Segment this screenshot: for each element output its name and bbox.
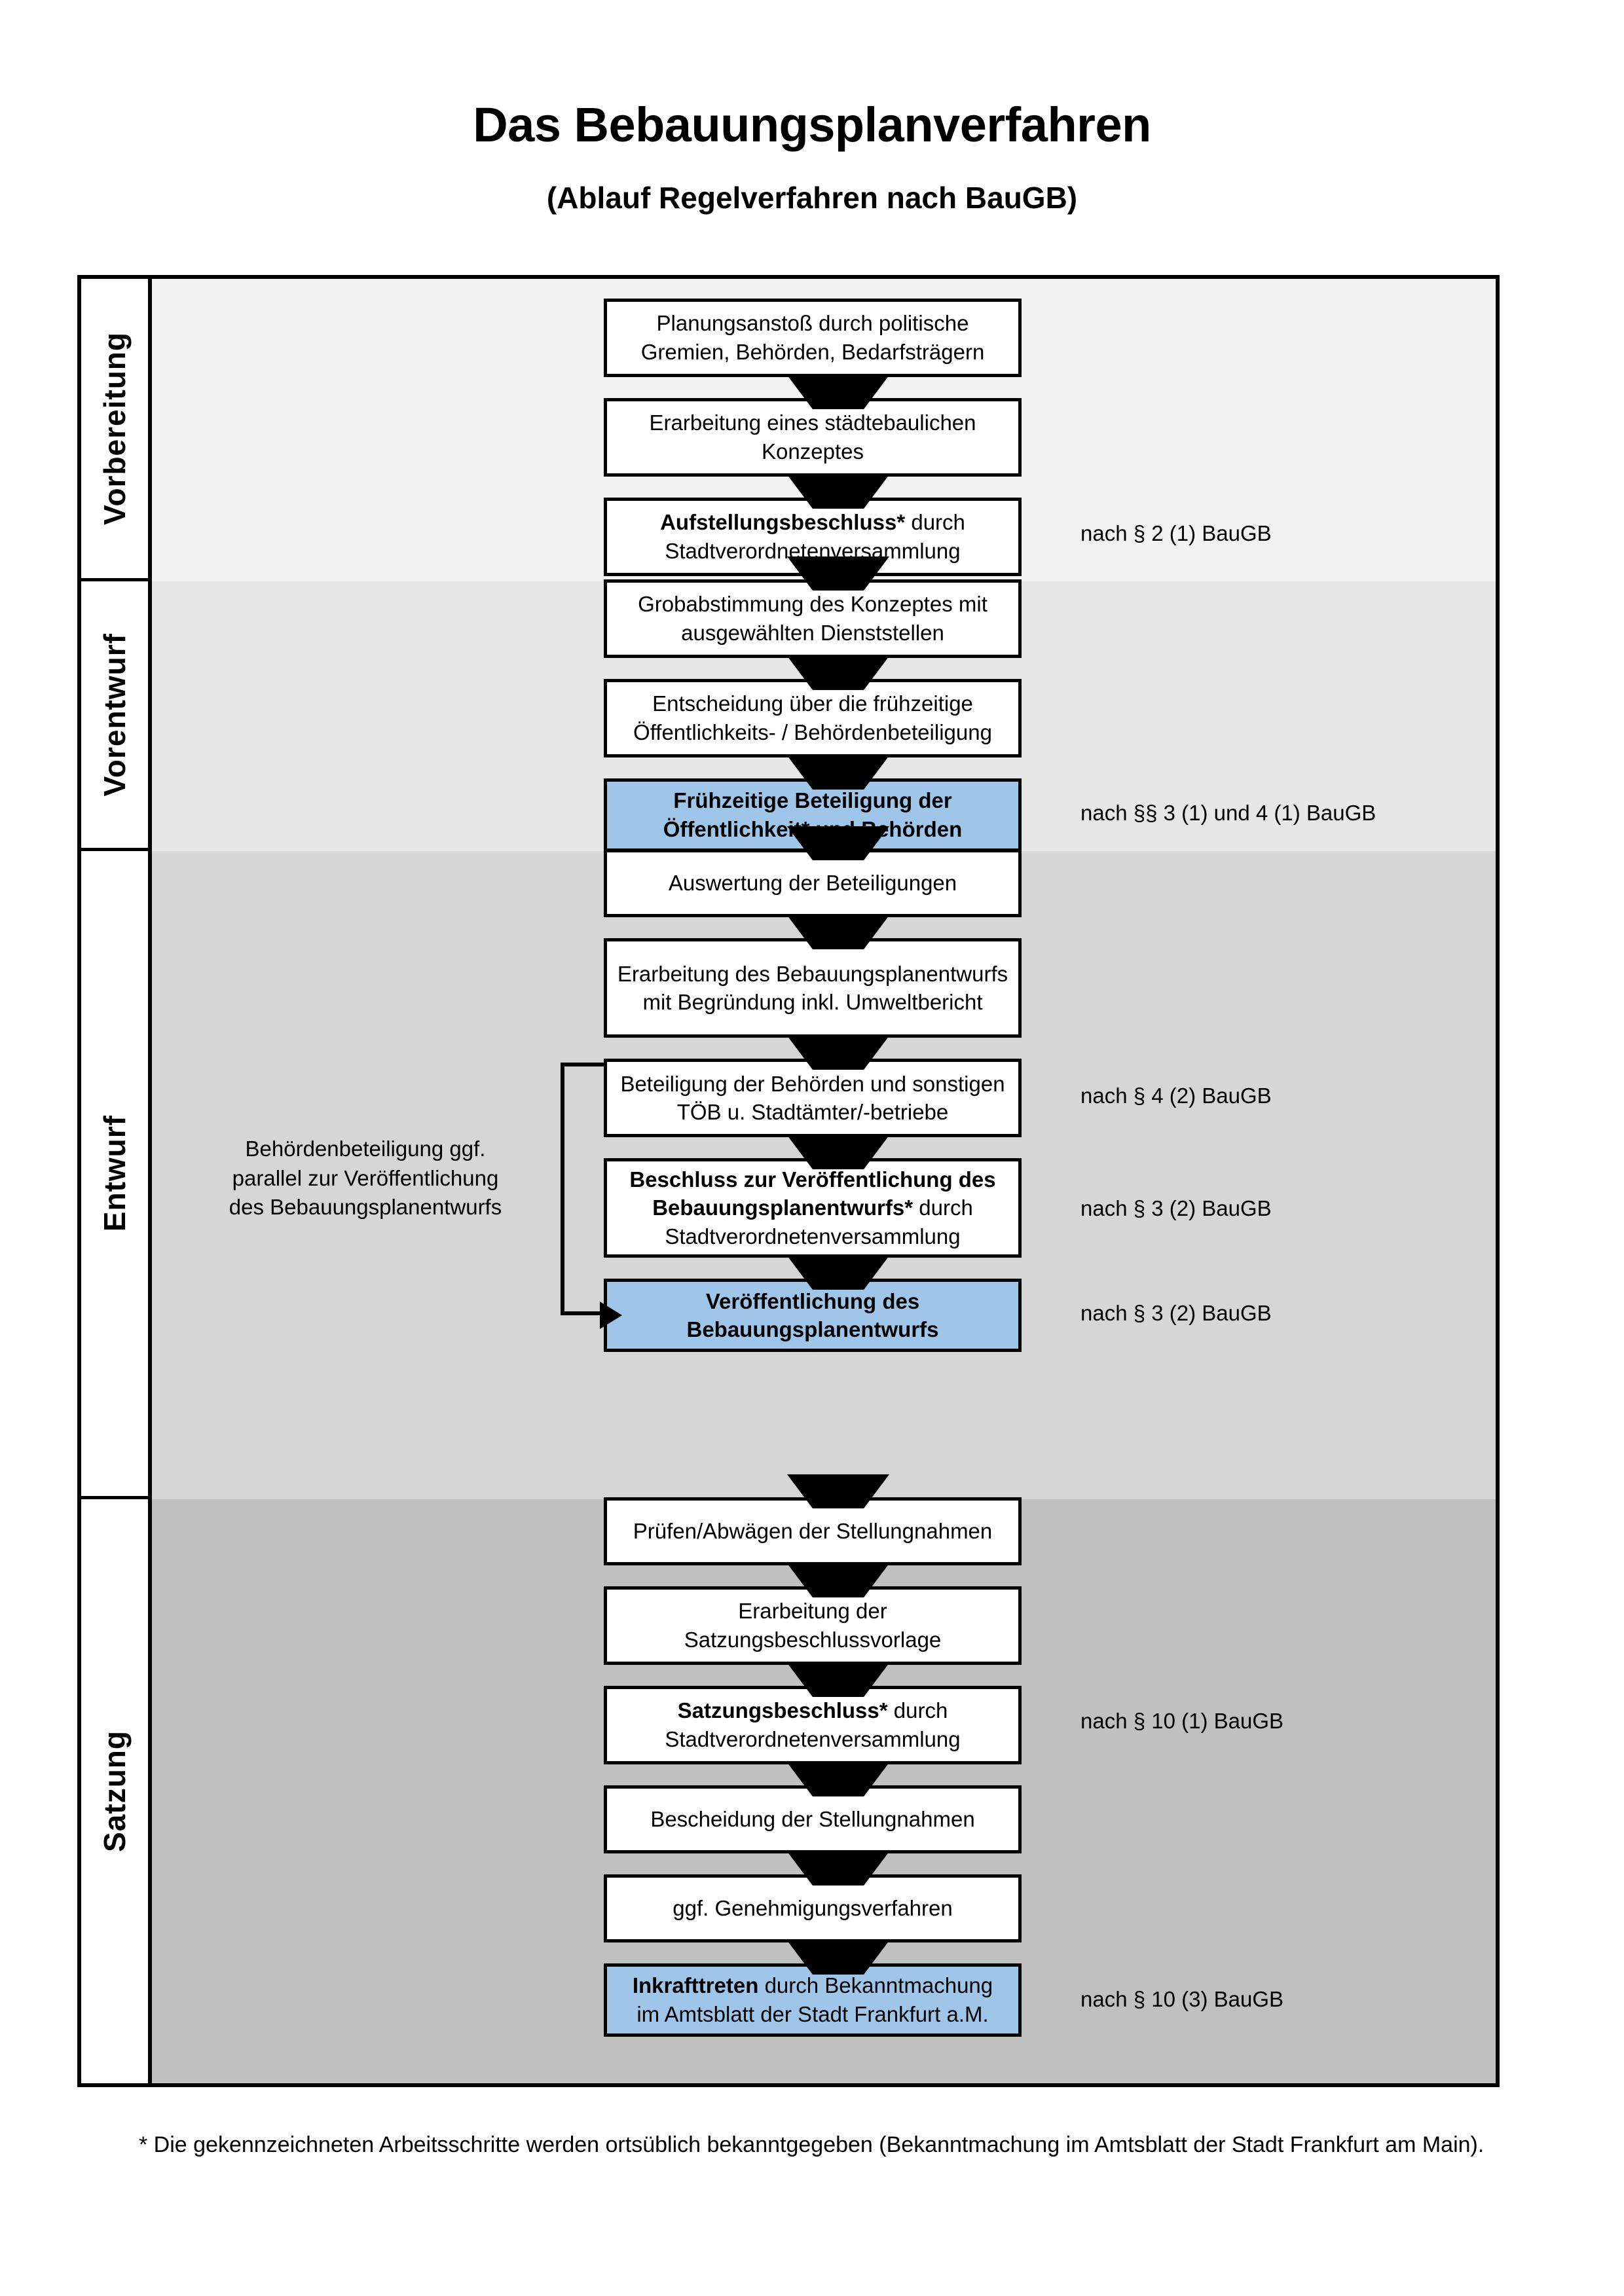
step-label-bold: Inkrafttreten (632, 1973, 759, 1997)
phase-label-text: Satzung (98, 1730, 132, 1852)
statute-note-4: nach § 3 (2) BauGB (1080, 1196, 1272, 1221)
step-label: ggf. Genehmigungsverfahren (673, 1895, 953, 1920)
step-label-bold: Satzungsbeschluss* (677, 1698, 888, 1722)
step-label-bold: Aufstellungsbeschluss* (660, 510, 906, 535)
process-flow-chart: Vorbereitung Vorentwurf Entwurf Satzung … (77, 275, 1500, 2087)
statute-note-6: nach § 10 (1) BauGB (1080, 1708, 1284, 1733)
statute-note-1: nach § 2 (1) BauGB (1080, 521, 1272, 545)
parallel-process-bracket (561, 1063, 604, 1316)
flow-arrow-down-icon (787, 655, 889, 690)
step-box-10[interactable]: Beschluss zur Veröffentlichung des Bebau… (604, 1158, 1022, 1258)
flow-arrow-down-icon (787, 1940, 889, 1975)
phase-label-entwurf: Entwurf (81, 851, 148, 1499)
flow-arrow-down-icon (787, 1563, 889, 1597)
footnote-text: * Die gekennzeichneten Arbeitsschritte w… (139, 2132, 1485, 2157)
statute-note-2: nach §§ 3 (1) und 4 (1) BauGB (1080, 800, 1376, 825)
step-label-bold: Frühzeitige Beteiligung der Öffentlichke… (663, 788, 963, 841)
phase-section-satzung: Prüfen/Abwägen der Stellungnahmen Erarbe… (152, 1474, 1496, 2084)
flow-arrow-down-icon (787, 915, 889, 950)
step-box-15[interactable]: Bescheidung der Stellungnahmen (604, 1785, 1022, 1853)
step-box-9[interactable]: Beteiligung der Behörden und sonstigen T… (604, 1059, 1022, 1138)
step-label: Frühzeitige Beteiligung der Öffentlichke… (615, 786, 1010, 844)
step-box-7[interactable]: Auswertung der Beteiligungen (604, 849, 1022, 918)
flow-arrow-down-icon (787, 1762, 889, 1796)
step-label: Auswertung der Beteiligungen (668, 871, 957, 896)
step-label: Prüfen/Abwägen der Stellungnahmen (633, 1518, 993, 1543)
flow-arrow-down-icon (787, 556, 889, 591)
flow-arrow-down-icon (787, 1474, 889, 1508)
phase-label-column: Vorbereitung Vorentwurf Entwurf Satzung (81, 279, 152, 2083)
title-block: Das Bebauungsplanverfahren (Ablauf Regel… (0, 98, 1624, 215)
flow-arrow-down-icon (787, 375, 889, 409)
step-label: Planungsanstoß durch politische Gremien,… (640, 311, 985, 364)
step-label: Beteiligung der Behörden und sonstigen T… (620, 1071, 1005, 1125)
statute-note-3: nach § 4 (2) BauGB (1080, 1084, 1272, 1108)
step-label: Erarbeitung des Bebauungsplanentwurfs mi… (617, 961, 1008, 1015)
phase-label-satzung: Satzung (81, 1499, 148, 2083)
step-label-bold: Beschluss zur Veröffentlichung des Bebau… (629, 1167, 996, 1220)
phase-label-vorentwurf: Vorentwurf (81, 581, 148, 852)
step-box-4[interactable]: Grobabstimmung des Konzeptes mit ausgewä… (604, 579, 1022, 658)
phase-section-vorentwurf: Grobabstimmung des Konzeptes mit ausgewä… (152, 556, 1496, 852)
phase-label-vorbereitung: Vorbereitung (81, 279, 148, 581)
flow-arrow-down-icon (787, 1662, 889, 1697)
step-label: Erarbeitung der Satzungsbeschlussvorlage (684, 1598, 942, 1652)
page-subtitle: (Ablauf Regelverfahren nach BauGB) (546, 181, 1078, 215)
flow-arrow-down-icon (787, 1036, 889, 1070)
flow-content-column: Planungsanstoß durch politische Gremien,… (152, 279, 1496, 2084)
bracket-arrow-head-icon (600, 1302, 622, 1330)
flow-arrow-down-icon (787, 1851, 889, 1886)
flow-arrow-down-icon (787, 1256, 889, 1290)
step-box-1[interactable]: Planungsanstoß durch politische Gremien,… (604, 299, 1022, 377)
statute-note-5: nach § 3 (2) BauGB (1080, 1301, 1272, 1326)
step-box-5[interactable]: Entscheidung über die frühzeitige Öffent… (604, 678, 1022, 757)
phase-label-text: Entwurf (98, 1115, 132, 1232)
step-label: Veröffentlichung des Bebauungsplanentwur… (615, 1287, 1010, 1345)
step-box-8[interactable]: Erarbeitung des Bebauungsplanentwurfs mi… (604, 938, 1022, 1038)
page-title: Das Bebauungsplanverfahren (473, 98, 1151, 152)
phase-section-entwurf: Auswertung der Beteiligungen Erarbeitung… (152, 826, 1496, 1499)
step-label: Beschluss zur Veröffentlichung des Bebau… (629, 1167, 996, 1249)
statute-note-7: nach § 10 (3) BauGB (1080, 1986, 1284, 2011)
parallel-process-note: Behördenbeteiligung ggf. parallel zur Ve… (229, 1137, 502, 1219)
flow-arrow-down-icon (787, 755, 889, 790)
step-label: Bescheidung der Stellungnahmen (650, 1806, 975, 1831)
flow-arrow-down-icon (787, 475, 889, 509)
phase-section-vorbereitung: Planungsanstoß durch politische Gremien,… (152, 279, 1496, 581)
step-label: Erarbeitung eines städtebaulichen Konzep… (649, 410, 976, 464)
phase-label-text: Vorbereitung (98, 331, 132, 525)
step-box-2[interactable]: Erarbeitung eines städtebaulichen Konzep… (604, 398, 1022, 477)
step-label: Entscheidung über die frühzeitige Öffent… (633, 691, 992, 744)
phase-label-text: Vorentwurf (98, 632, 132, 797)
step-label: Grobabstimmung des Konzeptes mit ausgewä… (638, 591, 987, 645)
step-label-bold: Veröffentlichung des Bebauungsplanentwur… (686, 1288, 939, 1342)
step-box-11[interactable]: Veröffentlichung des Bebauungsplanentwur… (604, 1279, 1022, 1353)
flow-arrow-down-icon (787, 826, 889, 861)
step-box-13[interactable]: Erarbeitung der Satzungsbeschlussvorlage (604, 1586, 1022, 1665)
flow-arrow-down-icon (787, 1135, 889, 1170)
